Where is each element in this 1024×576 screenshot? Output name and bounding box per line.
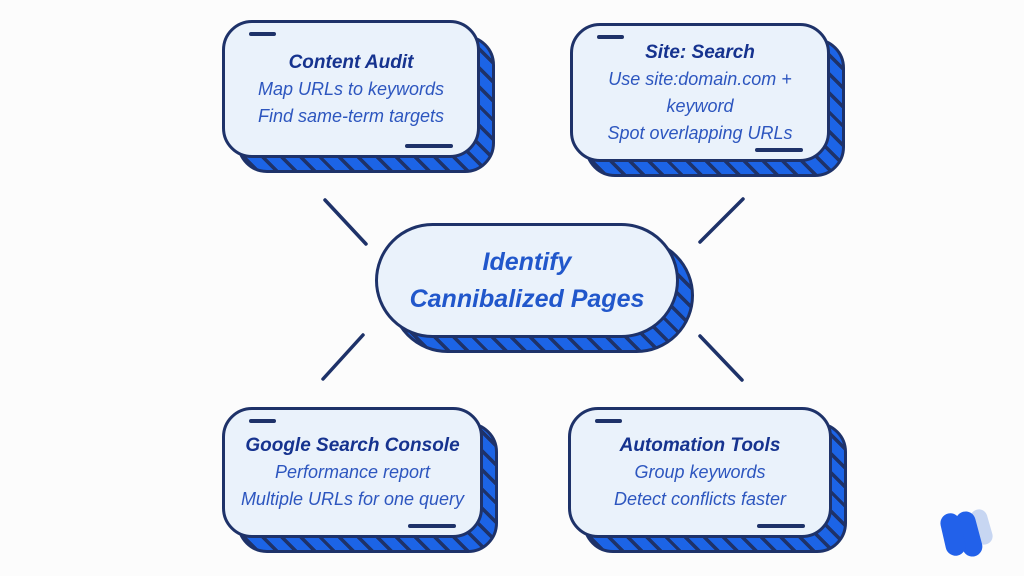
node-face: Google Search Console Performance report… <box>222 407 483 538</box>
node-title: Google Search Console <box>245 435 460 456</box>
node-face: Content Audit Map URLs to keywords Find … <box>222 20 480 158</box>
decorative-dash-bottom <box>408 524 456 528</box>
decorative-dash-bottom <box>755 148 803 152</box>
node-google-search-console: Google Search Console Performance report… <box>222 407 498 553</box>
node-automation-tools: Automation Tools Group keywords Detect c… <box>568 407 847 553</box>
connector-bottom-right <box>698 334 744 382</box>
node-line: Group keywords <box>634 462 766 482</box>
decorative-dash-bottom <box>405 144 453 148</box>
connector-bottom-left <box>321 333 365 381</box>
node-site-search: Site: Search Use site:domain.com + keywo… <box>570 23 845 177</box>
node-line: Performance report <box>274 462 431 482</box>
connector-top-right <box>698 197 745 244</box>
node-line: Multiple URLs for one query <box>240 489 465 509</box>
node-title: Content Audit <box>288 51 414 73</box>
node-line: Use site:domain.com + keyword <box>608 68 792 116</box>
decorative-dash-bottom <box>757 524 805 528</box>
decorative-dash-top <box>249 32 276 36</box>
node-face: Site: Search Use site:domain.com + keywo… <box>570 23 830 162</box>
node-line: Spot overlapping URLs <box>607 122 793 143</box>
node-face: Automation Tools Group keywords Detect c… <box>568 407 832 538</box>
center-title-line: Cannibalized Pages <box>409 284 645 313</box>
logo-stroke-left <box>940 513 966 556</box>
node-line: Map URLs to keywords <box>257 78 445 99</box>
node-title: Automation Tools <box>619 435 781 456</box>
decorative-dash-top <box>249 419 276 423</box>
decorative-dash-top <box>597 35 624 39</box>
node-content-audit: Content Audit Map URLs to keywords Find … <box>222 20 495 173</box>
node-line: Find same-term targets <box>257 105 445 126</box>
brand-w-logo-icon <box>940 509 993 557</box>
node-center-identify-cannibalized-pages: Identify Cannibalized Pages <box>375 223 694 353</box>
node-title: Site: Search <box>645 41 755 63</box>
connector-top-left <box>323 198 368 246</box>
node-line: Detect conflicts faster <box>613 489 787 509</box>
decorative-dash-top <box>595 419 622 423</box>
center-title-line: Identify <box>482 247 572 276</box>
node-face: Identify Cannibalized Pages <box>375 223 679 338</box>
